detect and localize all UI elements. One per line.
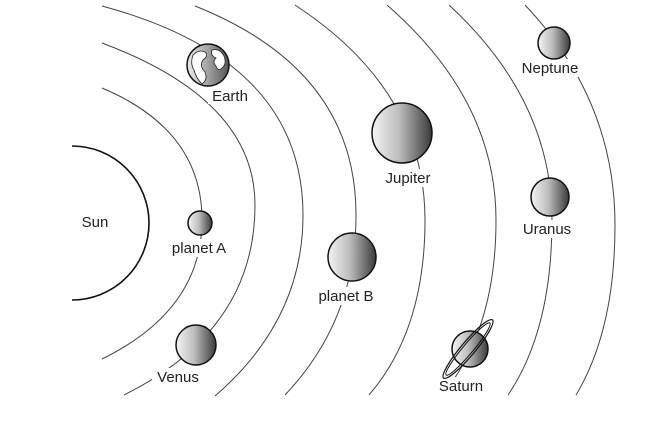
- neptune: [537, 26, 571, 60]
- orbit-jupiter: [294, 4, 426, 396]
- planet-a: [187, 210, 213, 236]
- earth: [186, 43, 230, 87]
- jupiter: [371, 102, 433, 164]
- planet-b: [327, 232, 377, 282]
- jupiter-label: Jupiter: [385, 170, 430, 187]
- venus: [175, 324, 217, 366]
- orbit-planet-b: [194, 5, 357, 396]
- neptune-label: Neptune: [522, 60, 579, 77]
- saturn-label: Saturn: [439, 378, 483, 395]
- earth-label: Earth: [212, 88, 248, 105]
- uranus: [530, 177, 570, 217]
- planet-b-label: planet B: [318, 288, 373, 305]
- orbit-earth: [101, 5, 304, 397]
- saturn: [442, 318, 494, 380]
- sun-label: Sun: [82, 214, 109, 231]
- orbit-planet-a: [101, 87, 203, 360]
- orbit-uranus: [448, 4, 553, 396]
- planet-a-label: planet A: [172, 240, 226, 257]
- uranus-label: Uranus: [523, 221, 571, 238]
- sun: [71, 145, 150, 301]
- venus-label: Venus: [157, 369, 199, 386]
